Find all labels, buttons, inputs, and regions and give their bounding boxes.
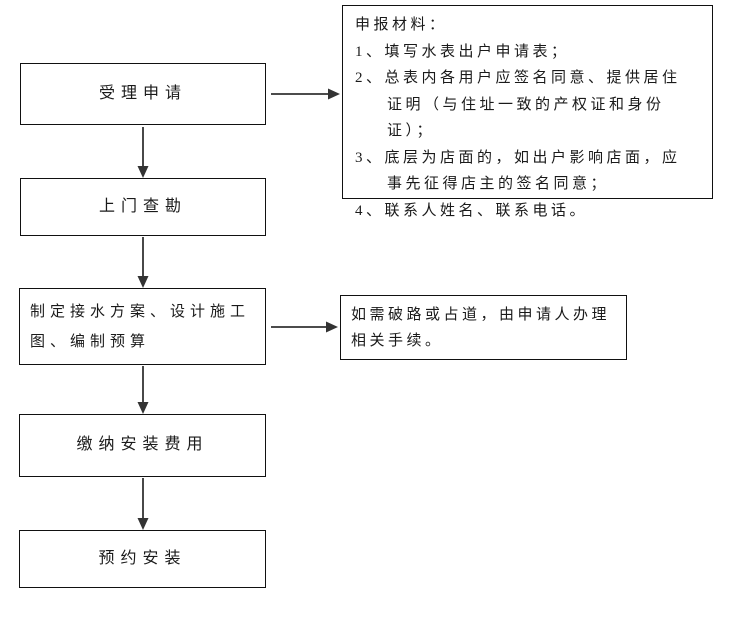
materials-item-2: 2、总表内各用户应签名同意、提供居住证明（与住址一致的产权证和身份证）； (355, 70, 681, 139)
road-work-note-text: 如需破路或占道，由申请人办理相关手续。 (351, 307, 611, 349)
materials-note: 申报材料： 1、填写水表出户申请表； 2、总表内各用户应签名同意、提供居住证明（… (342, 5, 713, 219)
flow-node-onsite-survey: 上门查勘 (20, 178, 266, 236)
road-work-note: 如需破路或占道，由申请人办理相关手续。 (340, 295, 627, 360)
materials-item-1: 1、填写水表出户申请表； (355, 43, 570, 60)
flow-node-label: 预约安装 (98, 549, 187, 567)
flow-node-label: 上门查勘 (98, 197, 187, 215)
flow-node-pay-installation-fee: 缴纳安装费用 (19, 414, 266, 477)
materials-item-3: 3、底层为店面的，如出户影响店面，应事先征得店主的签名同意； (355, 149, 681, 193)
flow-node-book-installation: 预约安装 (19, 530, 266, 588)
arrow-survey-to-plan (137, 237, 149, 288)
flow-node-make-plan: 制定接水方案、设计施工图、编制预算 (19, 288, 266, 365)
flow-node-label: 制定接水方案、设计施工图、编制预算 (30, 303, 251, 350)
flow-node-label: 受理申请 (98, 84, 187, 102)
arrow-plan-to-road-note (271, 321, 338, 333)
arrow-accept-to-materials (271, 88, 340, 100)
arrow-accept-to-survey (137, 127, 149, 178)
materials-item-4: 4、联系人姓名、联系电话。 (355, 202, 589, 219)
arrow-plan-to-pay (137, 366, 149, 414)
materials-title: 申报材料： (355, 17, 448, 33)
arrow-pay-to-book (137, 478, 149, 530)
flow-node-label: 缴纳安装费用 (76, 436, 209, 454)
flow-node-accept-application: 受理申请 (20, 63, 266, 125)
